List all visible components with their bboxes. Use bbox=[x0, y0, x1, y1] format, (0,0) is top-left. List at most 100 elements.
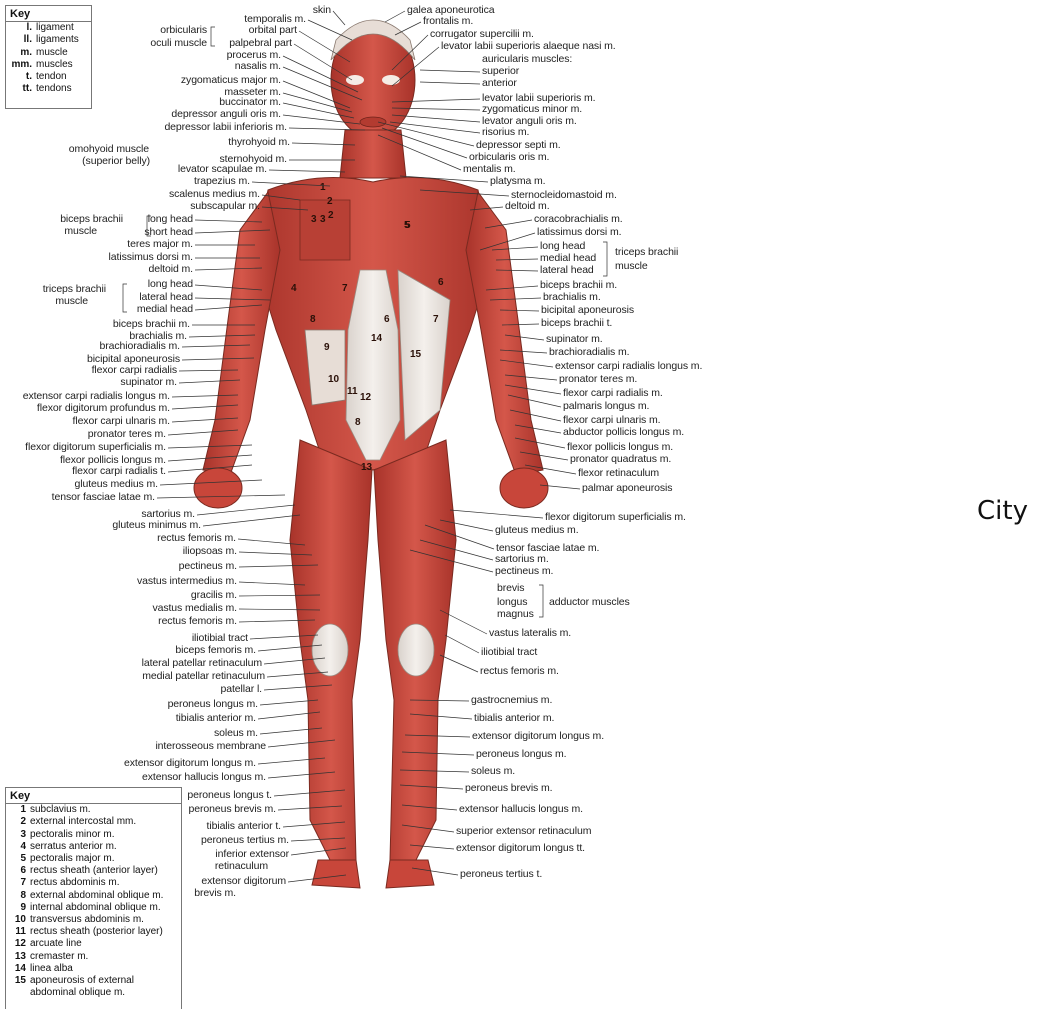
key-definition: arcuate line bbox=[30, 938, 82, 950]
label-left: trapezius m. bbox=[194, 175, 250, 187]
label-left: oculi muscle bbox=[150, 37, 207, 49]
label-left: scalenus medius m. bbox=[169, 188, 260, 200]
leader-line bbox=[450, 510, 543, 518]
key-symbol bbox=[6, 987, 30, 999]
leader-line bbox=[385, 11, 405, 22]
key-definition: abdominal oblique m. bbox=[30, 987, 125, 999]
label-left: vastus medialis m. bbox=[152, 602, 237, 614]
bracket-line bbox=[603, 242, 607, 276]
label-right: orbicularis oris m. bbox=[469, 151, 549, 163]
figure-number: 7 bbox=[433, 314, 439, 325]
key-row: m.muscle bbox=[6, 47, 91, 59]
figure-number: 8 bbox=[310, 314, 316, 325]
label-left: rectus femoris m. bbox=[158, 615, 237, 627]
key-row: 8external abdominal oblique m. bbox=[6, 890, 181, 902]
label-right: sartorius m. bbox=[495, 553, 549, 565]
label-right: rectus femoris m. bbox=[480, 665, 559, 677]
label-right: mentalis m. bbox=[463, 163, 516, 175]
label-right: soleus m. bbox=[471, 765, 515, 777]
key-definition: transversus abdominis m. bbox=[30, 914, 144, 926]
figure-number: 6 bbox=[438, 277, 444, 288]
key-row: ll.ligaments bbox=[6, 34, 91, 46]
figure-number: 9 bbox=[324, 342, 330, 353]
label-right: medial head bbox=[540, 252, 596, 264]
label-right: pronator quadratus m. bbox=[570, 453, 671, 465]
key-definition: muscle bbox=[36, 47, 68, 59]
label-right: gastrocnemius m. bbox=[471, 694, 552, 706]
label-right: vastus lateralis m. bbox=[489, 627, 571, 639]
key-symbol: 1 bbox=[6, 804, 30, 816]
label-left: extensor carpi radialis longus m. bbox=[23, 390, 170, 402]
label-left: long head bbox=[148, 278, 193, 290]
leader-line bbox=[445, 635, 479, 653]
key-row: tt.tendons bbox=[6, 83, 91, 95]
right-eye-shape bbox=[382, 75, 400, 85]
label-left: biceps brachii bbox=[60, 213, 123, 225]
label-right: brachialis m. bbox=[543, 291, 601, 303]
label-left: biceps femoris m. bbox=[175, 644, 256, 656]
figure-number: 14 bbox=[371, 333, 383, 344]
label-left: levator scapulae m. bbox=[178, 163, 267, 175]
label-right: flexor digitorum superficialis m. bbox=[545, 511, 686, 523]
label-left: brachioradialis m. bbox=[100, 340, 180, 352]
label-left: teres major m. bbox=[127, 238, 193, 250]
key-definition: ligament bbox=[36, 22, 74, 34]
key-definition: external intercostal mm. bbox=[30, 816, 136, 828]
key-symbol: 9 bbox=[6, 902, 30, 914]
right-arm-shape bbox=[203, 192, 280, 475]
label-left: extensor digitorum longus m. bbox=[124, 757, 256, 769]
label-right: superior bbox=[482, 65, 519, 77]
label-left: flexor digitorum profundus m. bbox=[37, 402, 170, 414]
label-right: flexor carpi ulnaris m. bbox=[563, 414, 660, 426]
label-left: gluteus medius m. bbox=[74, 478, 158, 490]
abbreviation-key-title: Key bbox=[6, 6, 91, 22]
label-right: frontalis m. bbox=[423, 15, 473, 27]
leader-line bbox=[308, 20, 352, 40]
key-symbol: m. bbox=[6, 47, 36, 59]
label-right: flexor retinaculum bbox=[578, 467, 659, 479]
figure-number: 13 bbox=[361, 462, 373, 473]
neck-shape bbox=[340, 130, 406, 178]
label-right: anterior bbox=[482, 77, 517, 89]
label-left: palpebral part bbox=[229, 37, 292, 49]
label-right: longus bbox=[497, 596, 527, 608]
label-left: inferior extensor bbox=[215, 848, 289, 860]
label-right: gluteus medius m. bbox=[495, 524, 579, 536]
key-row: 10transversus abdominis m. bbox=[6, 914, 181, 926]
key-definition: tendons bbox=[36, 83, 72, 95]
label-left: depressor labii inferioris m. bbox=[164, 121, 287, 133]
label-left: lateral patellar retinaculum bbox=[142, 657, 262, 669]
label-right: pronator teres m. bbox=[559, 373, 637, 385]
key-symbol: l. bbox=[6, 22, 36, 34]
label-left: tensor fasciae latae m. bbox=[52, 491, 155, 503]
key-row: 2external intercostal mm. bbox=[6, 816, 181, 828]
label-right: extensor digitorum longus tt. bbox=[456, 842, 585, 854]
label-left: thyrohyoid m. bbox=[228, 136, 290, 148]
label-left: flexor carpi radialis t. bbox=[72, 465, 166, 477]
label-right: peroneus tertius t. bbox=[460, 868, 542, 880]
label-left: supinator m. bbox=[120, 376, 177, 388]
label-left: extensor hallucis longus m. bbox=[142, 771, 266, 783]
leader-line bbox=[333, 11, 345, 25]
left-hand-shape bbox=[500, 468, 548, 508]
side-text: City bbox=[977, 496, 1028, 526]
label-right: palmar aponeurosis bbox=[582, 482, 672, 494]
key-row: abdominal oblique m. bbox=[6, 987, 181, 999]
label-left: rectus femoris m. bbox=[157, 532, 236, 544]
label-left: biceps brachii m. bbox=[113, 318, 190, 330]
bracket-line bbox=[211, 27, 215, 46]
figure-number: 4 bbox=[291, 283, 297, 294]
figure-number: 2 bbox=[328, 210, 334, 221]
label-right: latissimus dorsi m. bbox=[537, 226, 621, 238]
key-symbol: ll. bbox=[6, 34, 36, 46]
key-symbol: 5 bbox=[6, 853, 30, 865]
label-left: interosseous membrane bbox=[155, 740, 266, 752]
label-left: flexor carpi ulnaris m. bbox=[73, 415, 170, 427]
label-left: iliotibial tract bbox=[192, 632, 248, 644]
left-knee-shape bbox=[398, 624, 434, 676]
key-row: 6rectus sheath (anterior layer) bbox=[6, 865, 181, 877]
label-left: depressor anguli oris m. bbox=[171, 108, 281, 120]
